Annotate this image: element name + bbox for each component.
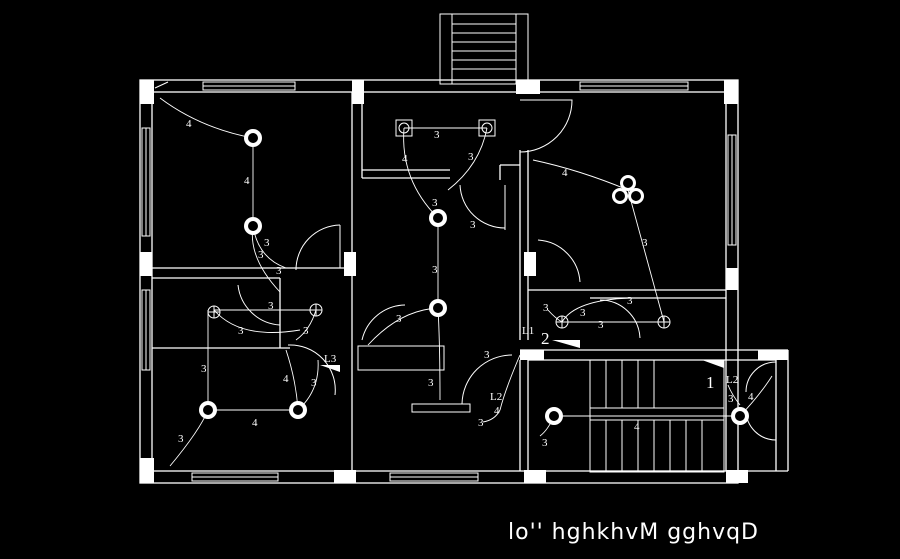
wire-label: 3 <box>311 377 317 389</box>
wire-label: 3 <box>580 307 586 319</box>
wire-label: 3 <box>627 295 633 307</box>
triple-light-icon <box>612 175 644 204</box>
wire-label: 4 <box>494 405 500 417</box>
wire-label: 4 <box>186 118 192 130</box>
wire-label: 3 <box>542 437 548 449</box>
wire-label: 4 <box>562 167 568 179</box>
wire-label: 3 <box>178 433 184 445</box>
columns <box>140 80 788 483</box>
wire-label: 3 <box>468 151 474 163</box>
light-fixtures <box>199 119 749 425</box>
wire-label: 4 <box>634 421 640 433</box>
drawing-caption: lo'' hghkhvM gghvqD <box>508 520 759 545</box>
wire-label: 3 <box>201 363 207 375</box>
circuit-label-l2: L2 <box>726 374 738 386</box>
wire-label: 4 <box>402 153 408 165</box>
wire-label: 3 <box>268 300 274 312</box>
interior-walls <box>152 92 789 472</box>
wire-label: 3 <box>396 313 402 325</box>
wire-label: 3 <box>238 325 244 337</box>
wire-label: 4 <box>252 417 258 429</box>
wiring <box>159 97 773 467</box>
circuit-label-l3: L3 <box>324 353 337 365</box>
circuit-labels: L1 L2 L2 L3 1 2 <box>324 325 738 403</box>
wire-label: 3 <box>728 393 734 405</box>
wire-label: 3 <box>478 417 484 429</box>
wire-label: 4 <box>244 175 250 187</box>
wire-label: 3 <box>470 219 476 231</box>
doors <box>154 81 777 441</box>
wire-label: 4 <box>748 391 754 403</box>
wire-label: 3 <box>598 319 604 331</box>
board-label: 2 <box>541 329 550 348</box>
wire-label: 3 <box>432 264 438 276</box>
outer-walls <box>139 79 739 484</box>
circuit-label-l1: L1 <box>522 325 534 337</box>
circuit-label-l2: L2 <box>490 391 502 403</box>
wire-label: 3 <box>276 265 282 277</box>
wire-count-labels: 4 4 3 3 3 3 3 3 4 3 3 3 4 3 3 3 3 3 3 4 … <box>178 118 754 449</box>
wire-label: 3 <box>264 237 270 249</box>
wire-label: 3 <box>258 249 264 261</box>
wire-label: 3 <box>484 349 490 361</box>
wire-label: 3 <box>428 377 434 389</box>
wire-label: 3 <box>303 325 309 337</box>
board-label: 1 <box>706 373 715 392</box>
top-stair <box>439 13 529 85</box>
wire-label: 3 <box>642 237 648 249</box>
wire-label: 3 <box>434 129 440 141</box>
wire-label: 3 <box>543 302 549 314</box>
wire-label: 3 <box>432 197 438 209</box>
wire-label: 4 <box>283 373 289 385</box>
